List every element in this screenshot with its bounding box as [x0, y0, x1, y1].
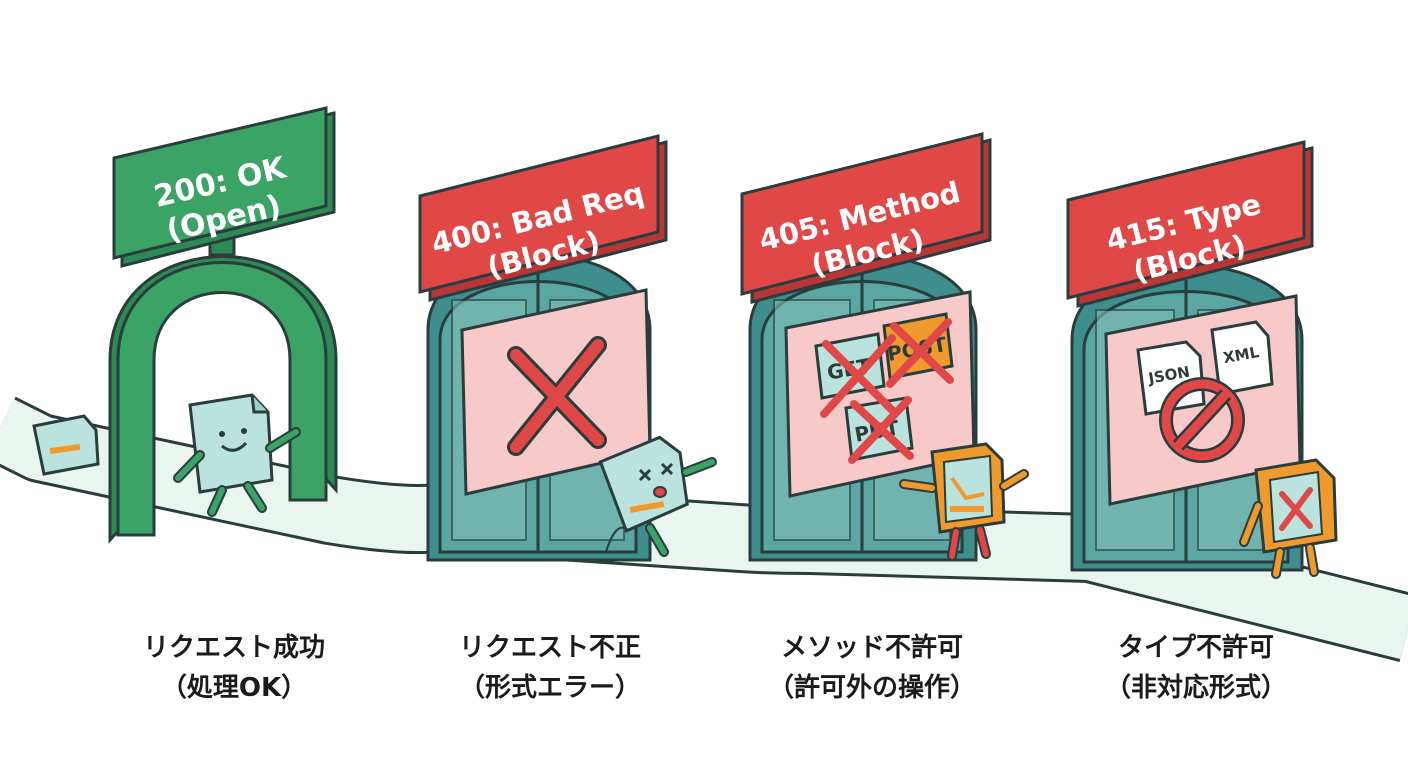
caption-415-line2: （非対応形式）: [1104, 673, 1287, 703]
sign-400: 400: Bad Req (Block): [418, 134, 668, 302]
gate-405-method: GET POST PUT 405: Method (B: [740, 132, 1029, 562]
caption-400-line2: （形式エラー）: [458, 673, 641, 703]
caption-200: リクエスト成功 （処理OK）: [84, 628, 384, 708]
caption-405-line1: メソッド不許可: [780, 633, 963, 663]
caption-400-line1: リクエスト不正: [458, 633, 641, 663]
caption-405: メソッド不許可 （許可外の操作）: [722, 628, 1022, 708]
document-character-bounced-icon: [598, 435, 717, 557]
file-icon-json: JSON: [1136, 340, 1206, 416]
caption-415: タイプ不許可 （非対応形式）: [1046, 628, 1346, 708]
blocked-panel-400: [460, 288, 652, 496]
sign-200: 200: OK (Open): [112, 106, 336, 268]
sign-415: 415: Type (Block): [1066, 140, 1314, 308]
document-character-orange-icon: [899, 442, 1029, 561]
document-waiting-icon: [32, 414, 100, 476]
caption-200-line1: リクエスト成功: [142, 633, 325, 663]
document-character-happy-icon: [173, 393, 301, 517]
caption-400: リクエスト不正 （形式エラー）: [400, 628, 700, 708]
file-icon-xml: XML: [1210, 320, 1274, 396]
x-mark-icon: [507, 336, 607, 456]
caption-200-line2: （処理OK）: [160, 673, 308, 703]
blocked-panel-415: JSON XML: [1104, 294, 1302, 506]
blocked-panel-405: GET POST PUT: [784, 290, 976, 498]
prohibited-icon: [1159, 377, 1245, 463]
document-character-rejected-icon: [1239, 458, 1338, 579]
gate-200-ok: 200: OK (Open): [108, 106, 338, 544]
caption-415-line1: タイプ不許可: [1117, 633, 1274, 663]
x-mark-icon: [820, 318, 954, 464]
gate-400-bad-request: 400: Bad Req (Block): [418, 134, 717, 562]
caption-405-line2: （許可外の操作）: [767, 673, 976, 703]
gate-415-type: JSON XML 415: Type (Block): [1066, 140, 1338, 579]
